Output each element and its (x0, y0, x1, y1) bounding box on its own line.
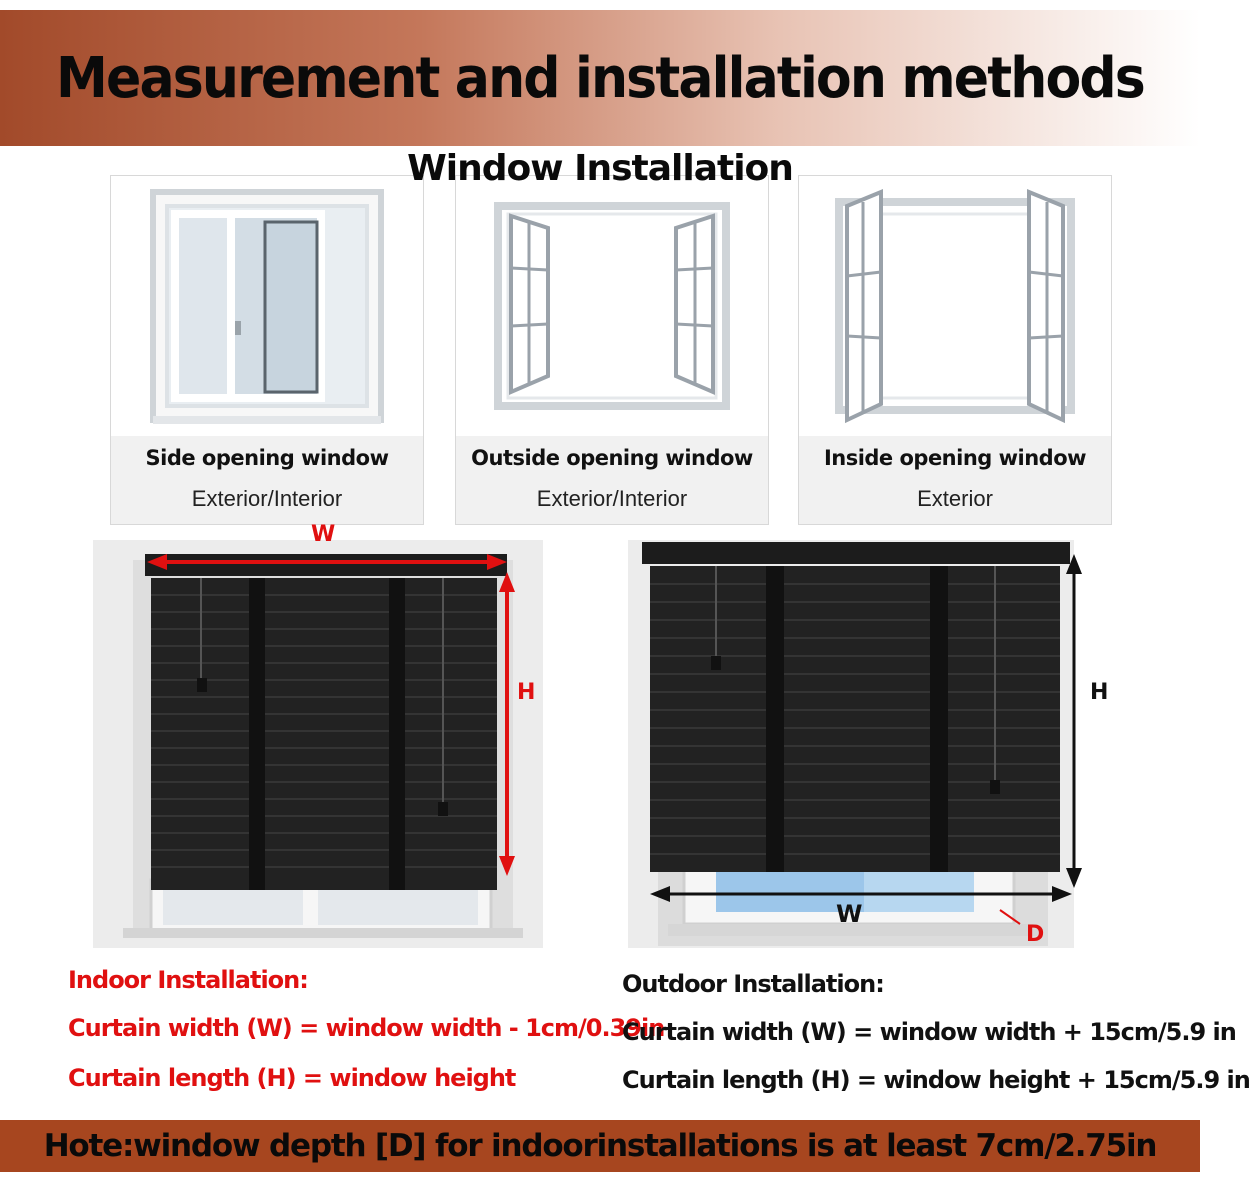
inside-opening-window-illustration (835, 189, 1075, 424)
page-title: Measurement and installation methods (56, 45, 1146, 111)
footer-banner (0, 1120, 1200, 1172)
window-installation-type: Exterior (917, 486, 993, 511)
card-label-area (456, 436, 768, 524)
indoor-height-label: H (517, 680, 536, 705)
section-title: Window Installation (407, 148, 794, 189)
outdoor-width-formula: Curtain width (W) = window width + 15cm/… (622, 1018, 1237, 1046)
window-installation-type: Exterior/Interior (191, 486, 343, 511)
indoor-installation-photo (93, 540, 543, 948)
window-name: Outside opening window (471, 446, 753, 470)
window-name: Inside opening window (823, 446, 1087, 470)
window-name: Side opening window (145, 446, 389, 470)
indoor-width-label: W (311, 522, 336, 547)
outdoor-blind-illustration (628, 540, 1082, 948)
outdoor-height-label: H (1090, 680, 1109, 705)
window-card-outside: Outside opening window Exterior/Interior (455, 175, 769, 525)
indoor-installation-title: Indoor Installation: (68, 966, 309, 994)
side-opening-window-illustration (150, 189, 384, 424)
outside-opening-window-illustration (494, 202, 730, 410)
indoor-blind-illustration (93, 540, 543, 948)
outdoor-depth-label: D (1026, 922, 1045, 947)
outdoor-width-label: W (836, 900, 863, 928)
window-card-side: Side opening window Exterior/Interior (110, 175, 424, 525)
outdoor-length-formula: Curtain length (H) = window height + 15c… (622, 1066, 1250, 1094)
header-banner (0, 10, 1200, 146)
card-label-area (111, 436, 423, 524)
window-installation-type: Exterior/Interior (536, 486, 688, 511)
indoor-width-formula: Curtain width (W) = window width - 1cm/0… (68, 1014, 665, 1042)
outdoor-installation-photo (628, 540, 1082, 948)
card-label-area (799, 436, 1111, 524)
footer-note: Hote:window depth [D] for indoorinstalla… (43, 1128, 1158, 1164)
indoor-length-formula: Curtain length (H) = window height (68, 1064, 516, 1092)
outdoor-installation-title: Outdoor Installation: (622, 970, 885, 998)
window-card-inside: Inside opening window Exterior (798, 175, 1112, 525)
